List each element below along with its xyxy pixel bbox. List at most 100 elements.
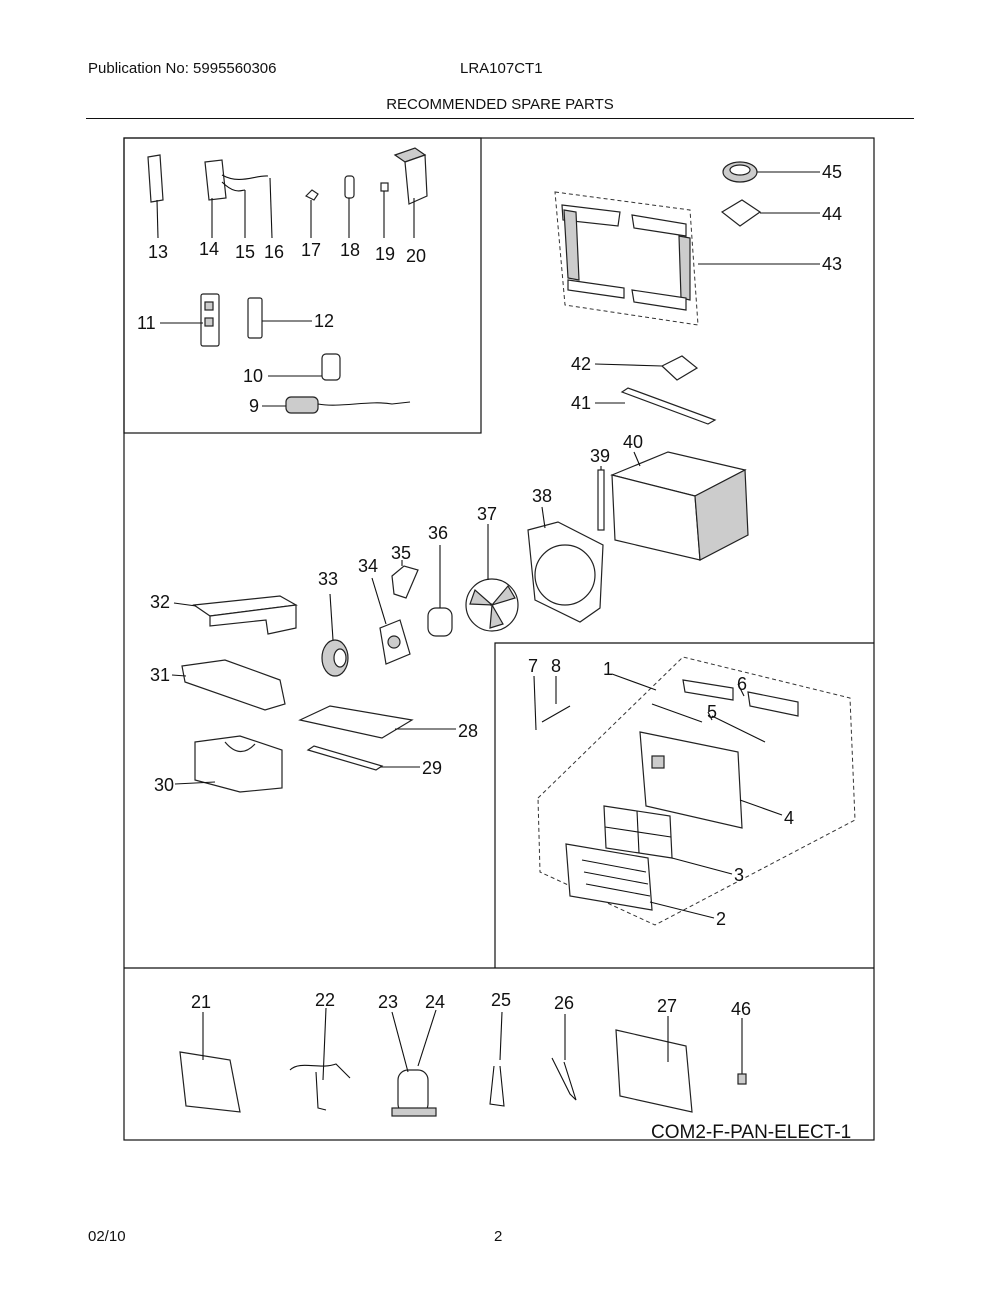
callout-20: 20: [406, 246, 426, 266]
callout-40: 40: [623, 432, 643, 452]
callout-41: 41: [571, 393, 591, 413]
callout-15: 15: [235, 242, 255, 262]
callout-44: 44: [822, 204, 842, 224]
diagram-frame: [123, 137, 875, 1141]
callout-31: 31: [150, 665, 170, 685]
part-37-fan-blade: [465, 524, 519, 632]
part-27-condenser: [615, 1016, 693, 1113]
part-15-16-wires: [221, 174, 273, 239]
part-33-blower-wheel: [321, 593, 349, 677]
part-4-front-panel: [639, 731, 783, 829]
callout-19: 19: [375, 244, 395, 264]
callout-37: 37: [477, 504, 497, 524]
callout-25: 25: [491, 990, 511, 1010]
part-39-illustration: [597, 466, 605, 531]
part-21-evaporator: [179, 1012, 241, 1113]
callout-10: 10: [243, 366, 263, 386]
footer-date: 02/10: [88, 1228, 126, 1245]
callout-29: 29: [422, 758, 442, 778]
part-26-tube: [551, 1014, 577, 1101]
callout-8: 8: [551, 656, 561, 676]
part-2-grille: [565, 843, 715, 919]
callout-43: 43: [822, 254, 842, 274]
part-5-louver-linkage: [651, 703, 766, 743]
callout-28: 28: [458, 721, 478, 741]
part-12-illustration: [247, 297, 312, 339]
callout-4: 4: [784, 808, 794, 828]
part-6-louvers: [682, 679, 799, 717]
callout-36: 36: [428, 523, 448, 543]
callout-38: 38: [532, 486, 552, 506]
callout-12: 12: [314, 311, 334, 331]
callout-26: 26: [554, 993, 574, 1013]
callout-30: 30: [154, 775, 174, 795]
part-17-illustration: [304, 189, 319, 238]
electrical-panel-frame: [123, 137, 482, 434]
part-8-illustration: [541, 676, 571, 723]
model-number: LRA107CT1: [460, 60, 543, 77]
callout-1: 1: [603, 659, 613, 679]
part-18-illustration: [344, 175, 355, 238]
front-panel-group-outline: [537, 656, 856, 926]
callout-3: 3: [734, 865, 744, 885]
callout-46: 46: [731, 999, 751, 1019]
callout-14: 14: [199, 239, 219, 259]
front-panel-frame: [494, 642, 874, 968]
part-31-illustration: [171, 659, 286, 711]
part-11-illustration: [160, 293, 220, 347]
part-30-illustration: [174, 735, 283, 793]
publication-number: Publication No: 5995560306: [88, 60, 277, 77]
callout-33: 33: [318, 569, 338, 589]
callout-45: 45: [822, 162, 842, 182]
part-25-tube: [489, 1011, 505, 1107]
part-44-illustration: [720, 199, 820, 227]
part-38-shroud: [527, 506, 604, 623]
callout-7: 7: [528, 656, 538, 676]
callout-21: 21: [191, 992, 211, 1012]
callout-13: 13: [148, 242, 168, 262]
part-3-filter: [603, 805, 733, 875]
part-19-illustration: [380, 182, 389, 238]
callout-24: 24: [425, 992, 445, 1012]
part-7-illustration: [533, 675, 537, 731]
part-34-illustration: [371, 577, 411, 665]
callout-39: 39: [590, 446, 610, 466]
callout-11: 11: [137, 313, 156, 333]
callout-2: 2: [716, 909, 726, 929]
part-23-24-compressor: [391, 1009, 437, 1117]
part-13-illustration: [147, 154, 164, 239]
part-36-motor: [427, 545, 453, 637]
callout-17: 17: [301, 240, 321, 260]
page-title: RECOMMENDED SPARE PARTS: [386, 96, 614, 113]
part-10-illustration: [268, 353, 341, 381]
part-41-illustration: [595, 387, 717, 425]
part-29-illustration: [306, 745, 420, 771]
part-1-leader: [611, 673, 657, 691]
callout-16: 16: [264, 242, 284, 262]
part-20-illustration: [393, 147, 428, 238]
part-46-thermistor: [737, 1018, 747, 1085]
callout-27: 27: [657, 996, 677, 1016]
part-9-power-cord: [262, 396, 411, 414]
header-rule: [86, 118, 914, 119]
part-28-illustration: [298, 705, 456, 739]
callout-9: 9: [249, 396, 259, 416]
part-45-illustration: [722, 161, 820, 183]
part-14-illustration: [204, 159, 227, 238]
part-35-illustration: [391, 560, 419, 599]
callout-42: 42: [571, 354, 591, 374]
part-42-illustration: [594, 355, 699, 381]
callout-23: 23: [378, 992, 398, 1012]
part-43-window-frame: [554, 191, 820, 326]
part-32-illustration: [173, 595, 298, 635]
callout-18: 18: [340, 240, 360, 260]
page-number: 2: [494, 1228, 503, 1245]
callout-32: 32: [150, 592, 170, 612]
callout-34: 34: [358, 556, 378, 576]
callout-5: 5: [707, 702, 717, 722]
callout-22: 22: [315, 990, 335, 1010]
callout-35: 35: [391, 543, 411, 563]
part-40-cabinet: [610, 451, 749, 561]
diagram-code: COM2-F-PAN-ELECT-1: [651, 1122, 851, 1143]
